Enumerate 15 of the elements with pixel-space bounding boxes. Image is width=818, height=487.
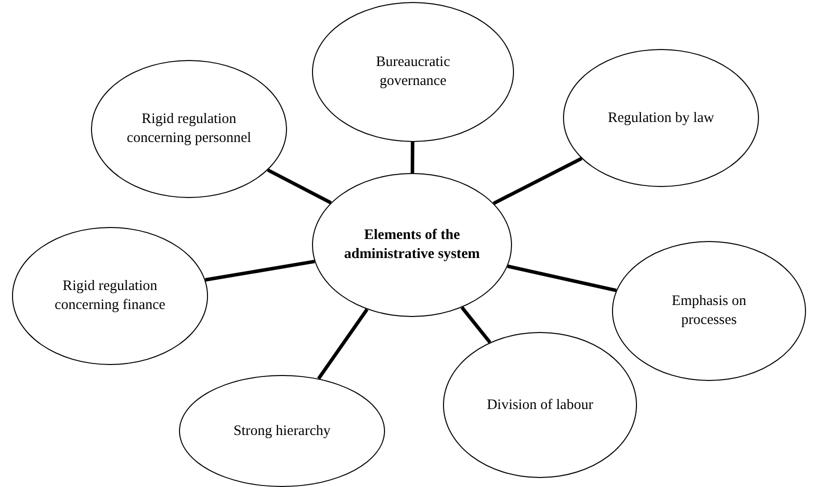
node-label: Division of labour — [486, 396, 594, 414]
node-label: Regulation by law — [608, 108, 714, 128]
connector-line — [460, 306, 492, 344]
connector-line — [205, 260, 315, 282]
node-label: Emphasis on processes — [670, 292, 748, 330]
node-label: Rigid regulation concerning personnel — [126, 110, 252, 148]
node-label: Rigid regulation concerning finance — [54, 277, 166, 315]
connector-line — [410, 142, 414, 174]
connector-line — [267, 168, 332, 204]
connector-line — [492, 156, 582, 205]
connector-line — [507, 264, 617, 292]
node-label: Elements of the administrative system — [343, 226, 481, 264]
node-label: Strong hierarchy — [233, 422, 331, 440]
connector-line — [317, 308, 368, 380]
node-label: Bureaucratic governance — [374, 53, 452, 91]
